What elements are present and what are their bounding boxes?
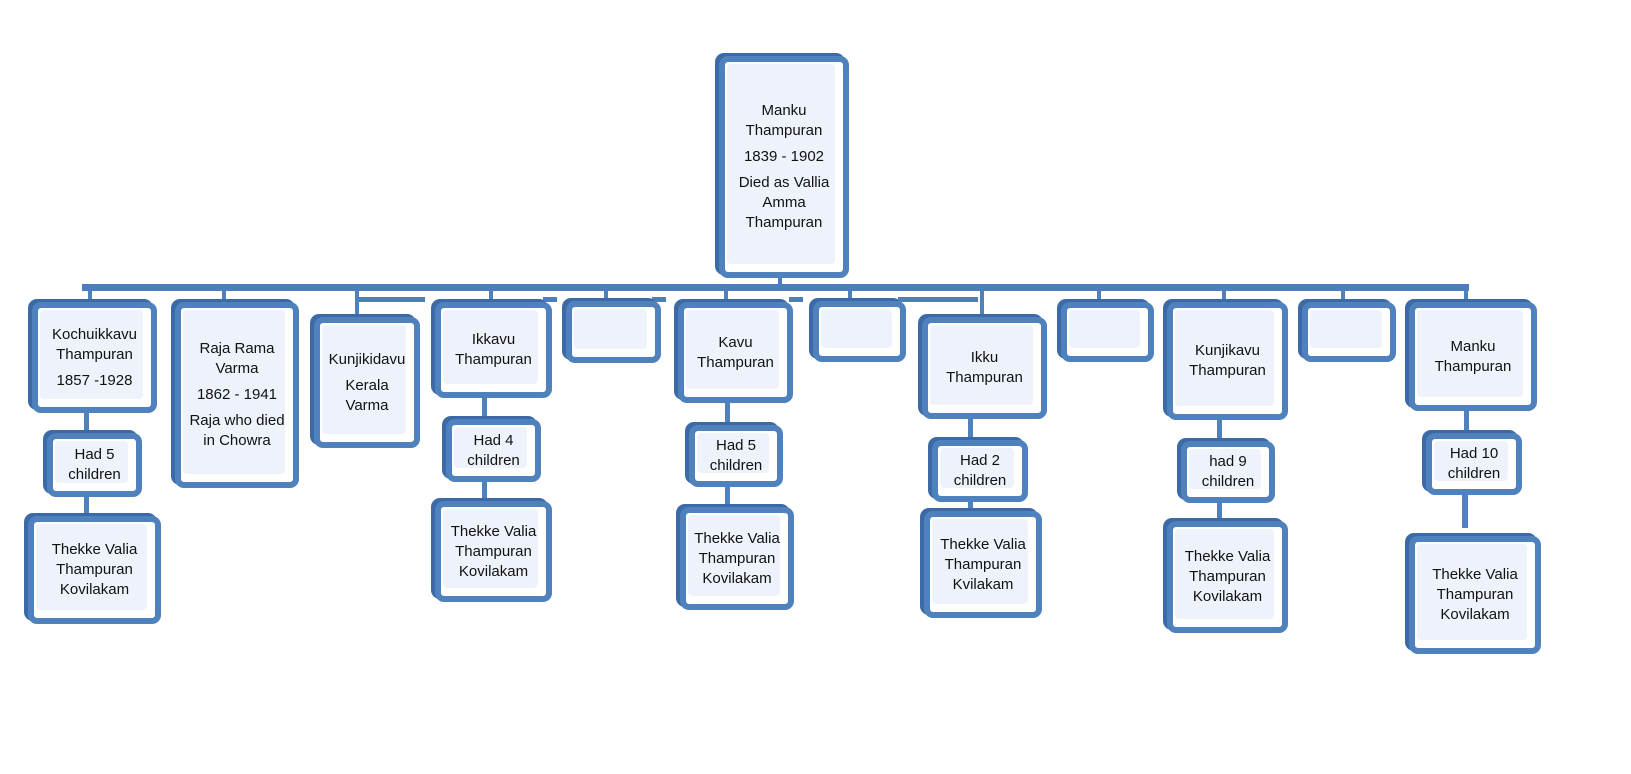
child-node: Kunjikidavu Kerala Varma (314, 317, 420, 448)
node-name: Ikkavu Thampuran (455, 331, 532, 368)
vertical-connector (84, 496, 89, 518)
node-note: Died as Vallia Amma Thampuran (738, 174, 830, 231)
drop-stub (724, 290, 728, 306)
children-count-node: Had 5 children (689, 425, 783, 487)
node-name: Kunjikidavu (328, 350, 406, 368)
child-node-empty (566, 301, 661, 363)
drop-stub (489, 290, 493, 306)
secondary-horizontal-connector (355, 297, 425, 302)
children-count-text: Had 5 children (709, 437, 763, 474)
root-vertical-connector (778, 276, 782, 288)
child-node: Ikku Thampuran (922, 317, 1047, 419)
node-years: 1857 -1928 (56, 371, 133, 389)
kovilakam-text: Thekke Valia Thampuran Kovilakam (51, 541, 138, 598)
node-name: Kavu Thampuran (697, 333, 774, 371)
secondary-horizontal-connector (789, 297, 803, 302)
drop-stub (222, 290, 226, 306)
children-count-node: Had 10 children (1426, 433, 1522, 495)
kovilakam-node: Thekke Valia Thampuran Kovilakam (1409, 536, 1541, 654)
vertical-connector (482, 480, 487, 502)
kovilakam-node: Thekke Valia Thampuran Kovilakam (435, 501, 552, 602)
kovilakam-node: Thekke Valia Thampuran Kvilakam (924, 511, 1042, 618)
kovilakam-text: Thekke Valia Thampuran Kovilakam (450, 522, 537, 580)
vertical-connector (1464, 409, 1469, 435)
node-name: Manku Thampuran (1434, 337, 1512, 375)
vertical-connector (482, 396, 487, 420)
vertical-connector (1217, 418, 1222, 442)
drop-stub (1341, 290, 1345, 306)
drop-stub (1097, 290, 1101, 306)
drop-stub (604, 290, 608, 306)
node-name: Kochuikkavu Thampuran (51, 325, 138, 363)
drop-stub (848, 290, 852, 306)
main-horizontal-connector (82, 284, 1469, 291)
drop-stub (88, 290, 92, 306)
node-name: Manku Thampuran (745, 102, 823, 139)
children-count-node: Had 2 children (932, 440, 1028, 502)
vertical-connector (84, 410, 89, 434)
children-count-node: Had 4 children (446, 419, 541, 482)
child-node: Kochuikkavu Thampuran 1857 -1928 (32, 302, 157, 413)
vertical-connector (968, 416, 973, 440)
child-node: Ikkavu Thampuran (435, 302, 552, 398)
root-node: Manku Thampuran 1839 - 1902 Died as Vall… (719, 56, 849, 278)
children-count-text: had 9 children (1201, 453, 1255, 490)
kovilakam-text: Thekke Valia Thampuran Kovilakam (694, 529, 780, 587)
kovilakam-text: Thekke Valia Thampuran Kvilakam (940, 535, 1026, 593)
child-node: Kavu Thampuran (678, 302, 793, 403)
vertical-connector (1217, 500, 1222, 522)
secondary-horizontal-connector (898, 297, 978, 302)
child-node: Kunjikavu Thampuran (1167, 302, 1288, 420)
kovilakam-node: Thekke Valia Thampuran Kovilakam (28, 516, 161, 624)
child-node-empty (1061, 302, 1154, 362)
node-name: Kunjikavu Thampuran (1189, 342, 1266, 379)
kovilakam-node: Thekke Valia Thampuran Kovilakam (680, 507, 794, 610)
children-count-text: Had 4 children (467, 431, 520, 469)
child-node-empty (1302, 302, 1396, 362)
children-count-node: Had 5 children (47, 433, 142, 497)
node-note: Raja who died in Chowra (189, 412, 285, 449)
vertical-connector (968, 500, 973, 512)
child-node: Raja Rama Varma 1862 - 1941 Raja who die… (175, 302, 299, 488)
kovilakam-text: Thekke Valia Thampuran Kovilakam (1184, 548, 1271, 605)
vertical-connector (725, 485, 730, 507)
kovilakam-text: Thekke Valia Thampuran Kovilakam (1432, 566, 1518, 623)
child-node-empty (813, 301, 906, 362)
children-count-text: Had 10 children (1447, 445, 1501, 482)
drop-stub (980, 290, 984, 320)
node-note: Kerala Varma (345, 376, 389, 414)
kovilakam-node: Thekke Valia Thampuran Kovilakam (1167, 521, 1288, 633)
secondary-horizontal-connector (652, 297, 666, 302)
node-years: 1862 - 1941 (196, 386, 278, 403)
children-count-node: had 9 children (1181, 441, 1275, 503)
secondary-horizontal-connector (543, 297, 557, 302)
vertical-connector (725, 400, 730, 426)
drop-stub (355, 290, 359, 320)
child-node: Manku Thampuran (1409, 302, 1537, 411)
node-years: 1839 - 1902 (743, 148, 825, 165)
node-name: Raja Rama Varma (199, 340, 275, 377)
vertical-connector (1462, 492, 1468, 528)
children-count-text: Had 2 children (953, 452, 1007, 489)
drop-stub (1222, 290, 1226, 306)
node-name: Ikku Thampuran (946, 349, 1023, 386)
drop-stub (1464, 290, 1468, 306)
children-count-text: Had 5 children (68, 446, 121, 483)
